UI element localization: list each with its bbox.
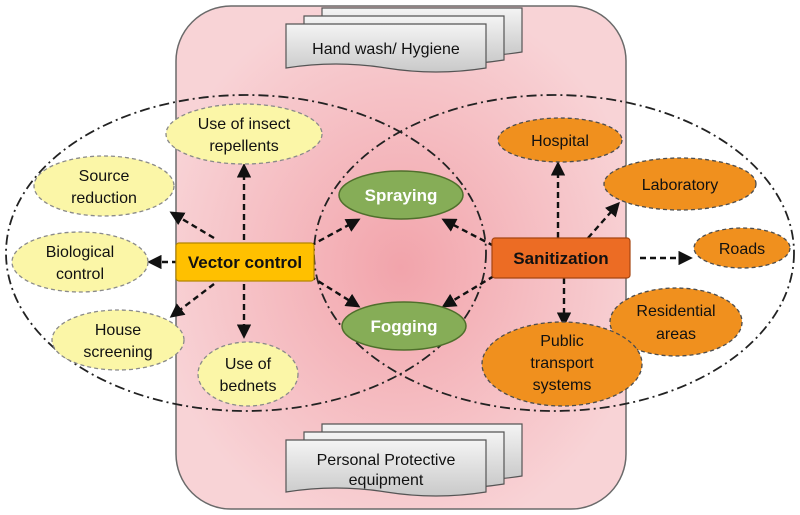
fogging-label: Fogging (370, 317, 437, 336)
node-source-reduction: Source reduction (33, 155, 175, 217)
arrow-to-source-reduction (169, 211, 215, 240)
ppe-label-line2: equipment (349, 472, 424, 489)
house-screening-line1: House (95, 322, 141, 339)
public-transport-line3: systems (533, 377, 592, 394)
public-transport-line1: Public (540, 333, 584, 350)
laboratory-label: Laboratory (642, 177, 719, 194)
vector-control-hub: Vector control (175, 242, 315, 282)
node-insect-repellents: Use of insect repellents (165, 103, 323, 165)
node-laboratory: Laboratory (603, 157, 757, 211)
biological-control-line2: control (56, 266, 104, 283)
node-bednets: Use of bednets (197, 341, 299, 407)
node-fogging: Fogging (341, 301, 467, 351)
hand-wash-label: Hand wash/ Hygiene (312, 41, 460, 58)
insect-repellents-line2: repellents (209, 138, 278, 155)
roads-label: Roads (719, 241, 765, 258)
vector-control-label: Vector control (188, 253, 302, 272)
arrow-to-house-screening (169, 283, 215, 318)
node-roads: Roads (693, 227, 791, 269)
node-spraying: Spraying (338, 170, 464, 220)
node-residential: Residential areas (609, 287, 743, 357)
public-transport-line2: transport (530, 355, 594, 372)
sanitization-hub: Sanitization (491, 237, 631, 279)
arrows (147, 161, 693, 339)
vector-control-region (5, 94, 487, 412)
node-biological-control: Biological control (11, 231, 149, 293)
residential-line2: areas (656, 326, 696, 343)
hospital-label: Hospital (531, 133, 589, 150)
house-screening-line2: screening (83, 344, 152, 361)
ppe-label-line1: Personal Protective (317, 452, 456, 469)
ppe-document-stack: Personal Protective equipment (285, 423, 523, 497)
source-reduction-line1: Source (79, 168, 130, 185)
bednets-line1: Use of (225, 356, 272, 373)
node-public-transport: Public transport systems (481, 321, 643, 407)
hand-wash-document-stack: Hand wash/ Hygiene (285, 7, 523, 73)
source-reduction-line2: reduction (71, 190, 137, 207)
arrow-vector-to-spraying (309, 218, 361, 248)
node-house-screening: House screening (51, 309, 185, 371)
biological-control-line1: Biological (46, 244, 114, 261)
node-hospital: Hospital (497, 117, 623, 163)
arrow-to-laboratory (587, 201, 620, 239)
sanitization-region (313, 94, 795, 412)
spraying-label: Spraying (365, 186, 438, 205)
residential-line1: Residential (636, 303, 715, 320)
sanitization-label: Sanitization (513, 249, 608, 268)
bednets-line2: bednets (220, 378, 277, 395)
insect-repellents-line1: Use of insect (198, 116, 291, 133)
